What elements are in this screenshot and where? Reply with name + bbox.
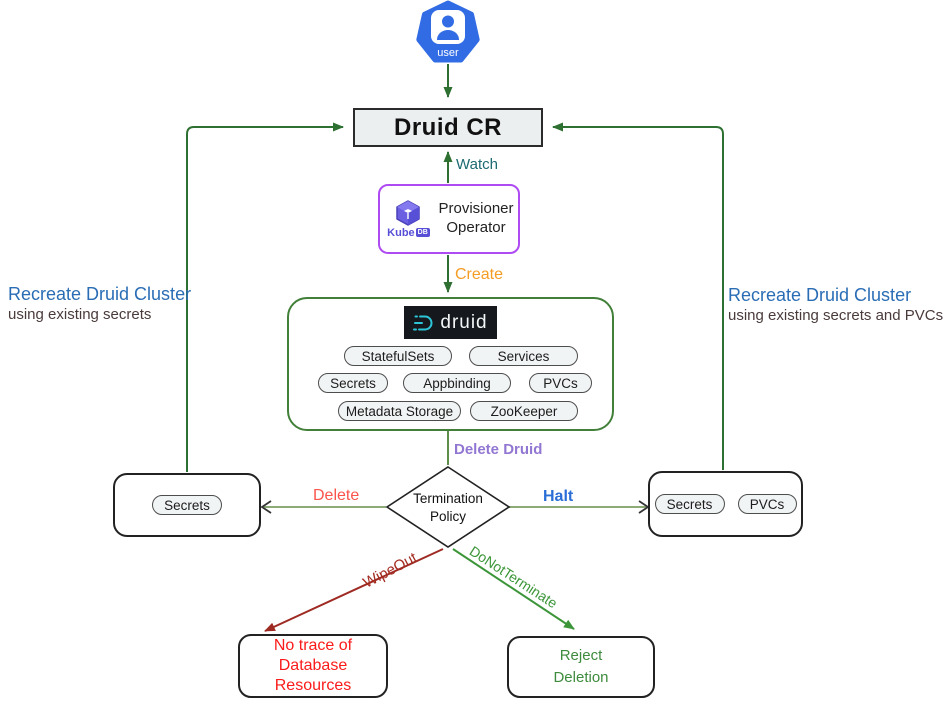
druid-cr-node: Druid CR	[353, 108, 543, 147]
pill-services: Services	[469, 346, 578, 366]
halt-outcome-box: Secrets PVCs	[648, 471, 803, 537]
recreate-note-left-subtitle: using existing secrets	[8, 305, 152, 323]
druid-d-icon	[413, 315, 433, 330]
edge-label-watch: Watch	[456, 156, 498, 173]
kubedb-kube-text: Kube	[387, 226, 415, 239]
user-label: user	[437, 47, 459, 59]
delete-outcome-box: Secrets	[113, 473, 261, 537]
termination-policy-label: Termination Policy	[413, 491, 483, 524]
edge-do-not-terminate	[452, 548, 575, 630]
arrowhead-delete-chevron	[260, 500, 272, 514]
pill-statefulsets: StatefulSets	[344, 346, 452, 366]
druid-cr-label: Druid CR	[394, 113, 502, 141]
provisioner-operator-node: Kube DB Provisioner Operator	[378, 184, 520, 254]
pill-right-pvcs: PVCs	[737, 494, 797, 514]
recreate-note-left-title: Recreate Druid Cluster	[8, 284, 192, 304]
reject-deletion-text: Reject Deletion	[553, 647, 609, 686]
edge-label-delete: Delete	[313, 487, 360, 504]
kubedb-wordmark: Kube DB	[387, 227, 430, 239]
druid-logo-text: druid	[440, 311, 488, 333]
termination-policy-diamond	[385, 466, 511, 548]
pill-appbinding: Appbinding	[403, 373, 511, 393]
pill-zookeeper: ZooKeeper	[470, 401, 578, 421]
wipeout-outcome-text: No trace of Database Resources	[273, 637, 353, 694]
kubedb-cube-icon	[396, 199, 421, 226]
pill-right-secrets: Secrets	[654, 494, 725, 514]
druid-logo: druid	[404, 306, 497, 339]
edge-label-delete-druid: Delete Druid	[454, 441, 543, 458]
edge-recreate-left	[186, 122, 344, 472]
wipeout-outcome-box: No trace of Database Resources	[238, 634, 388, 698]
pill-secrets: Secrets	[318, 373, 388, 393]
edge-label-halt: Halt	[543, 488, 574, 505]
edge-wipeout	[264, 548, 444, 632]
kubedb-logo: Kube DB	[384, 199, 432, 239]
pill-metadata-storage: Metadata Storage	[338, 401, 461, 421]
user-icon: user	[416, 0, 480, 63]
pill-pvcs: PVCs	[529, 373, 592, 393]
edge-recreate-right	[552, 122, 724, 470]
provisioner-operator-label: Provisioner Operator	[438, 200, 514, 236]
recreate-note-right-subtitle: using existing secrets and PVCs	[728, 306, 944, 324]
recreate-note-right-title: Recreate Druid Cluster	[728, 285, 912, 305]
recreate-note-left: Recreate Druid Cluster using existing se…	[8, 284, 191, 324]
reject-deletion-box: Reject Deletion	[507, 636, 655, 698]
kubedb-db-badge: DB	[415, 228, 430, 237]
recreate-note-right: Recreate Druid Cluster using existing se…	[728, 285, 943, 325]
edge-label-create: Create	[455, 266, 504, 283]
pill-left-secrets: Secrets	[152, 495, 222, 515]
